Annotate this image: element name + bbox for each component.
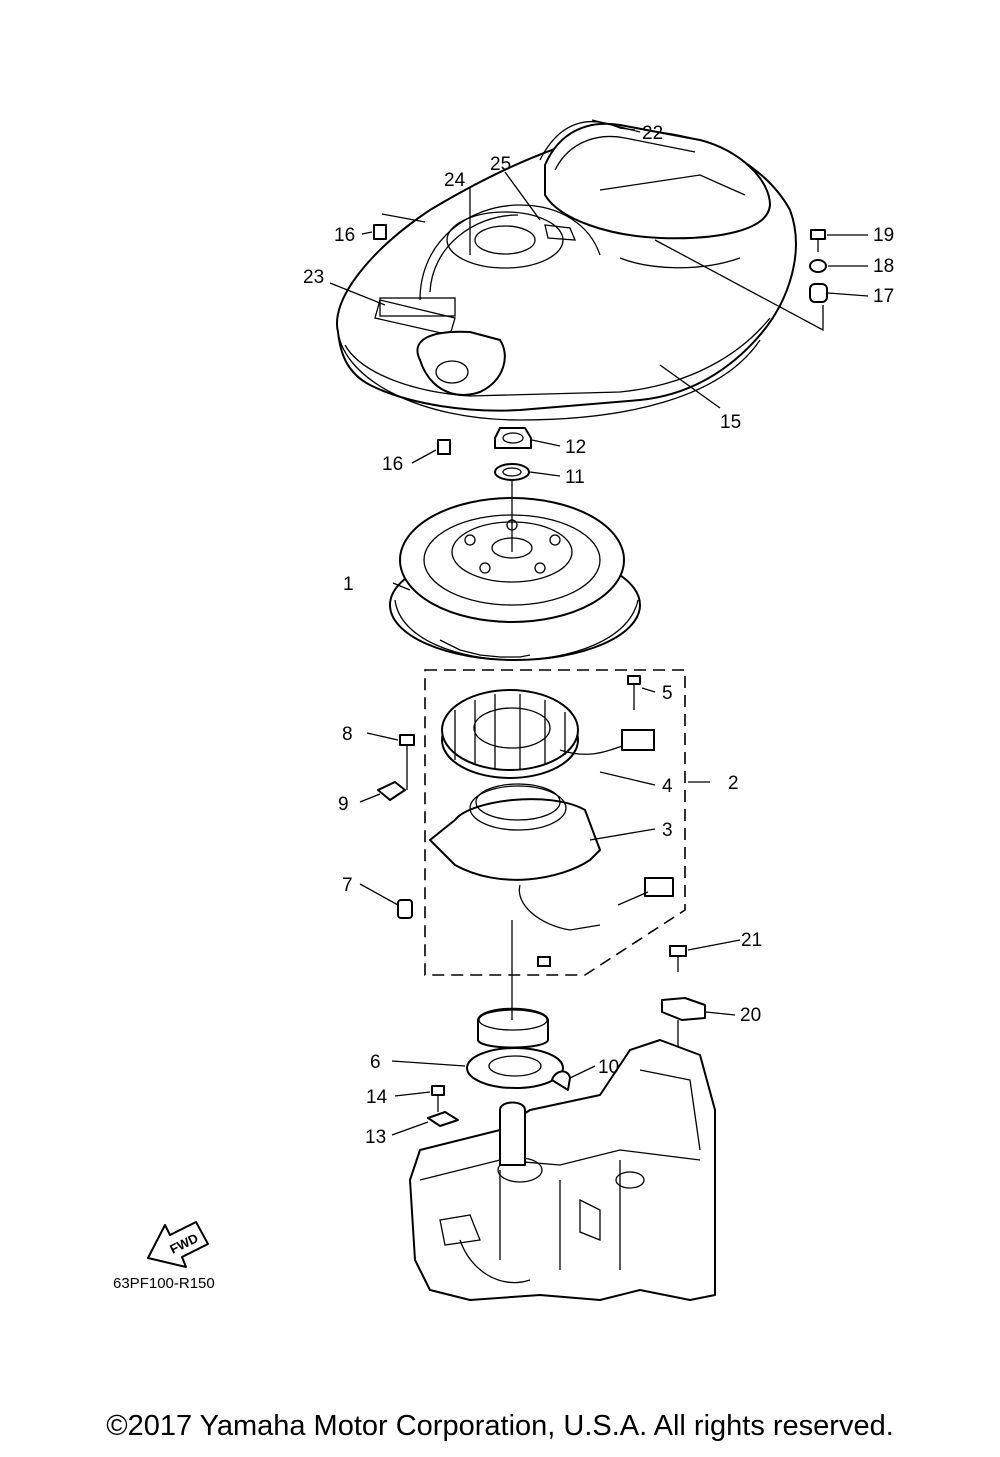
stator-screw bbox=[627, 675, 641, 710]
callout-9: 9 bbox=[338, 794, 349, 815]
callout-22: 22 bbox=[642, 123, 663, 144]
base-collar bbox=[397, 899, 413, 919]
callout-5: 5 bbox=[662, 683, 673, 704]
callout-7: 7 bbox=[342, 875, 353, 896]
callout-11: 11 bbox=[565, 467, 585, 488]
callout-10: 10 bbox=[598, 1057, 619, 1078]
callout-18: 18 bbox=[873, 256, 894, 277]
callout-4: 4 bbox=[662, 776, 673, 797]
stator-assembly-outline bbox=[424, 669, 686, 976]
callout-3: 3 bbox=[662, 820, 673, 841]
callout-21: 21 bbox=[741, 930, 762, 951]
base-small-screw bbox=[537, 956, 551, 967]
callout-13: 13 bbox=[365, 1127, 386, 1148]
flywheel-washer bbox=[494, 463, 530, 481]
stator-base bbox=[429, 783, 674, 931]
flywheel-magneto bbox=[389, 497, 641, 661]
engine-block bbox=[409, 1039, 716, 1301]
flywheel-nut bbox=[494, 427, 532, 449]
callout-20: 20 bbox=[740, 1005, 761, 1026]
cover-grommet bbox=[809, 283, 828, 303]
pulser-bolt bbox=[669, 945, 687, 972]
callout-19: 19 bbox=[873, 225, 894, 246]
stator-connector bbox=[621, 729, 655, 751]
fwd-arrow-icon: FWD bbox=[147, 1221, 209, 1268]
callout-23: 23 bbox=[303, 267, 324, 288]
base-bolt bbox=[399, 734, 415, 790]
callout-2: 2 bbox=[728, 773, 739, 794]
callout-25: 25 bbox=[490, 154, 511, 175]
cable-clamp bbox=[427, 1111, 459, 1127]
rotor-plate bbox=[466, 1047, 564, 1089]
callout-14: 14 bbox=[366, 1087, 388, 1108]
drawing-code: 63PF100-R150 bbox=[113, 1275, 215, 1292]
callouts: 1 2 3 4 5 6 7 8 9 10 11 12 13 14 15 16 1… bbox=[303, 123, 894, 1148]
callout-16-bottom: 16 bbox=[382, 454, 403, 475]
clamp-screw bbox=[431, 1085, 445, 1112]
callout-1: 1 bbox=[343, 574, 354, 595]
leader-lines bbox=[329, 119, 869, 1136]
copyright-notice: ©2017 Yamaha Motor Corporation, U.S.A. A… bbox=[106, 1410, 894, 1442]
cover-decal bbox=[379, 297, 456, 317]
callout-24: 24 bbox=[444, 170, 466, 191]
base-bracket bbox=[377, 781, 406, 801]
callout-17: 17 bbox=[873, 286, 894, 307]
cover-bolt bbox=[810, 229, 826, 252]
cover-screw-bottom bbox=[437, 439, 451, 455]
stator-coil bbox=[441, 689, 626, 779]
woodruff-key bbox=[551, 1070, 571, 1091]
pulser-rotor bbox=[477, 1007, 549, 1049]
flywheel-cover bbox=[336, 122, 797, 421]
cover-screw-top bbox=[373, 224, 387, 240]
callout-6: 6 bbox=[370, 1052, 381, 1073]
cover-collar bbox=[809, 259, 827, 273]
callout-12: 12 bbox=[565, 437, 586, 458]
callout-15: 15 bbox=[720, 412, 741, 433]
callout-16-top: 16 bbox=[334, 225, 355, 246]
callout-8: 8 bbox=[342, 724, 353, 745]
